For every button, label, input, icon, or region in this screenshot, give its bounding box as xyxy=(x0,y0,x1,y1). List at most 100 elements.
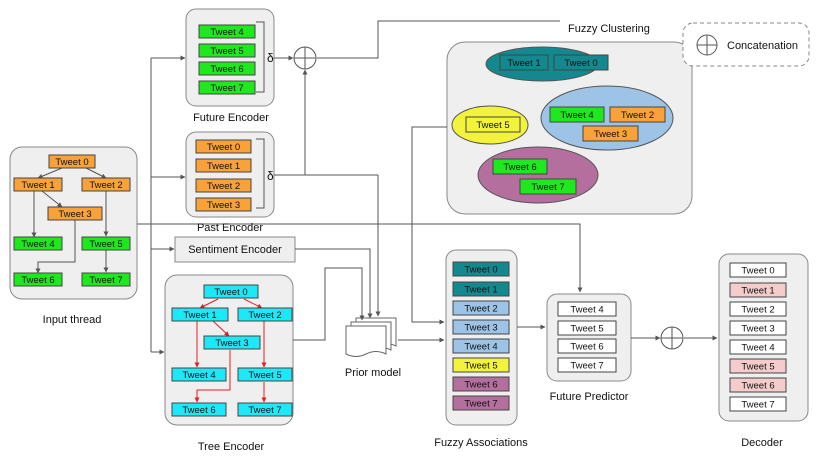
input-thread-tweet: Tweet 5 xyxy=(81,236,131,251)
tweet-label: Tweet 3 xyxy=(215,338,248,349)
predictor-tweet: Tweet 4 xyxy=(557,301,617,317)
tweet-label: Tweet 4 xyxy=(210,27,243,38)
future-encoder-tweet: Tweet 6 xyxy=(198,61,256,76)
tweet-label: Tweet 5 xyxy=(464,361,497,372)
tweet-label: Tweet 7 xyxy=(531,182,564,193)
tweet-label: Tweet 3 xyxy=(58,209,91,220)
decoder-tweet: Tweet 7 xyxy=(729,396,787,412)
tweet-label: Tweet 5 xyxy=(741,362,774,373)
tweet-label: Tweet 4 xyxy=(560,110,593,121)
tweet-label: Tweet 4 xyxy=(182,370,215,381)
tweet-label: Tweet 6 xyxy=(210,64,243,75)
future-encoder-tweet: Tweet 7 xyxy=(198,80,256,95)
tree-encoder-tweet: Tweet 3 xyxy=(203,335,261,350)
tweet-label: Tweet 6 xyxy=(503,162,536,173)
tweet-label: Tweet 6 xyxy=(570,342,603,353)
cluster-blue xyxy=(540,85,674,151)
tweet-label: Tweet 0 xyxy=(214,287,247,298)
legend-label: Concatenation xyxy=(727,40,798,52)
tweet-label: Tweet 2 xyxy=(207,181,240,192)
tweet-label: Tweet 6 xyxy=(741,381,774,392)
tweet-label: Tweet 2 xyxy=(741,305,774,316)
tweet-label: Tweet 2 xyxy=(89,180,122,191)
association-tweet: Tweet 6 xyxy=(452,376,510,392)
input-thread-tweet: Tweet 0 xyxy=(48,154,96,169)
past-encoder-tweet: Tweet 0 xyxy=(195,139,252,154)
association-tweet: Tweet 5 xyxy=(452,357,510,373)
future-encoder-tweet: Tweet 5 xyxy=(198,43,256,58)
decoder-tweet: Tweet 4 xyxy=(729,339,787,355)
future-encoder-tweet: Tweet 4 xyxy=(198,24,256,39)
decoder-tweet: Tweet 1 xyxy=(729,282,787,298)
future-delta-symbol: δ xyxy=(267,51,274,65)
tree-encoder-tweet: Tweet 0 xyxy=(203,284,259,299)
tweet-label: Tweet 1 xyxy=(464,285,497,296)
association-tweet: Tweet 2 xyxy=(452,300,510,316)
input-thread-tweet: Tweet 3 xyxy=(47,206,103,221)
connectors xyxy=(137,20,718,355)
tweet-label: Tweet 4 xyxy=(21,239,54,250)
tweet-label: Tweet 4 xyxy=(570,305,603,316)
tweet-label: Tweet 5 xyxy=(89,239,122,250)
tweet-label: Tweet 0 xyxy=(55,157,88,168)
input-thread-tweet: Tweet 1 xyxy=(13,177,63,192)
concat-circle-icon xyxy=(293,46,317,70)
cluster-tweet: Tweet 7 xyxy=(519,178,577,195)
tweet-label: Tweet 7 xyxy=(210,83,243,94)
tweet-label: Tweet 0 xyxy=(564,58,597,69)
input-thread-tweet: Tweet 4 xyxy=(13,236,63,251)
prior-model-icon xyxy=(345,317,397,357)
future-predictor-label: Future Predictor xyxy=(550,391,629,403)
tree-encoder-tweet: Tweet 4 xyxy=(171,367,227,382)
legend-box xyxy=(682,22,810,67)
tweet-label: Tweet 7 xyxy=(570,361,603,372)
tweet-label: Tweet 3 xyxy=(594,129,627,140)
tweet-label: Tweet 1 xyxy=(207,161,240,172)
decoder-tweet: Tweet 3 xyxy=(729,320,787,336)
tweet-label: Tweet 2 xyxy=(248,310,281,321)
decoder-tweet: Tweet 6 xyxy=(729,377,787,393)
tweet-label: Tweet 6 xyxy=(464,380,497,391)
past-encoder-tweet: Tweet 1 xyxy=(195,158,252,173)
tree-encoder-tweet: Tweet 6 xyxy=(171,402,227,417)
tweet-label: Tweet 1 xyxy=(183,310,216,321)
cluster-tweet: Tweet 0 xyxy=(553,54,609,71)
tree-encoder-tweet: Tweet 5 xyxy=(237,367,293,382)
tree-encoder-label: Tree Encoder xyxy=(198,441,265,453)
cluster-tweet: Tweet 4 xyxy=(549,106,605,123)
tweet-label: Tweet 0 xyxy=(464,265,497,276)
association-tweet: Tweet 1 xyxy=(452,281,510,297)
labels: Input thread Future Encoder Past Encoder… xyxy=(43,23,798,453)
tweet-label: Tweet 6 xyxy=(21,275,54,286)
cluster-tweet: Tweet 1 xyxy=(499,54,549,71)
concat-circle-icon xyxy=(660,326,684,350)
tweet-label: Tweet 5 xyxy=(570,324,603,335)
input-thread-tweet: Tweet 6 xyxy=(13,272,63,287)
association-tweet: Tweet 7 xyxy=(452,395,510,411)
tweet-label: Tweet 3 xyxy=(464,323,497,334)
tweet-label: Tweet 0 xyxy=(207,142,240,153)
tweet-label: Tweet 3 xyxy=(207,200,240,211)
tweet-label: Tweet 2 xyxy=(464,304,497,315)
tweet-label: Tweet 7 xyxy=(248,405,281,416)
tweet-label: Tweet 3 xyxy=(741,324,774,335)
input-thread-tweet: Tweet 7 xyxy=(81,272,131,287)
predictor-tweet: Tweet 6 xyxy=(557,338,617,354)
cluster-tweet: Tweet 2 xyxy=(609,106,666,123)
prior-model-label: Prior model xyxy=(345,367,401,379)
input-thread-edges xyxy=(31,167,109,274)
tweet-label: Tweet 0 xyxy=(741,266,774,277)
legend-concat-icon xyxy=(696,34,718,56)
past-encoder-tweet: Tweet 3 xyxy=(195,197,252,212)
tweet-label: Tweet 5 xyxy=(476,120,509,131)
tree-encoder-edges xyxy=(194,298,267,403)
decoder-tweet: Tweet 2 xyxy=(729,301,787,317)
cluster-purple xyxy=(477,146,599,204)
decoder-panel xyxy=(718,253,809,422)
input-thread-label: Input thread xyxy=(43,314,102,326)
tree-encoder-tweet: Tweet 7 xyxy=(237,402,293,417)
cluster-tweet: Tweet 5 xyxy=(465,116,521,133)
decoder-tweet: Tweet 5 xyxy=(729,358,787,374)
fuzzy-clustering-label: Fuzzy Clustering xyxy=(568,23,650,35)
